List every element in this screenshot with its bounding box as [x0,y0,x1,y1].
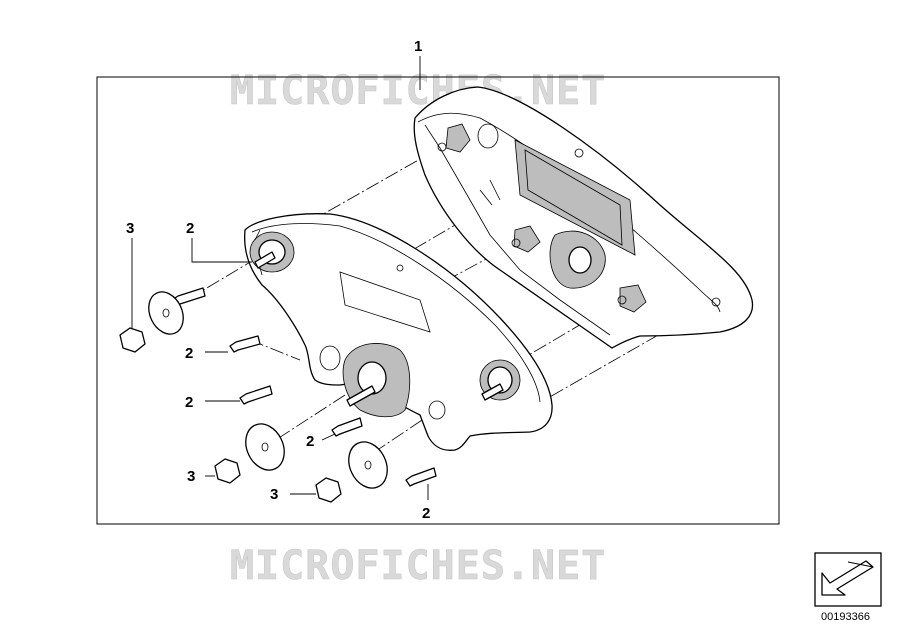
stud-bolts [254,251,504,407]
document-number: 00193366 [821,611,870,623]
orientation-box [814,552,882,607]
instrument-housing [413,86,754,349]
callout-part-3: 3 [270,486,278,503]
washers [148,291,388,489]
diagram-frame [96,76,780,525]
screws [171,287,437,487]
leader-lines [131,56,429,500]
callout-part-2: 2 [185,394,193,411]
watermark-bottom: MICROFICHES.NET [230,543,606,589]
callout-labels: 1 2 2 2 2 2 3 3 3 [126,38,430,522]
callout-part-1: 1 [414,38,422,55]
orientation-arrow-icon [821,560,874,596]
callout-part-3: 3 [187,468,195,485]
hex-nuts [119,327,342,503]
callout-part-2: 2 [186,220,194,237]
callout-part-2: 2 [185,345,193,362]
watermark-top: MICROFICHES.NET [230,68,606,114]
callout-part-3: 3 [126,220,134,237]
callout-part-2: 2 [422,505,430,522]
callout-part-2: 2 [306,433,314,450]
